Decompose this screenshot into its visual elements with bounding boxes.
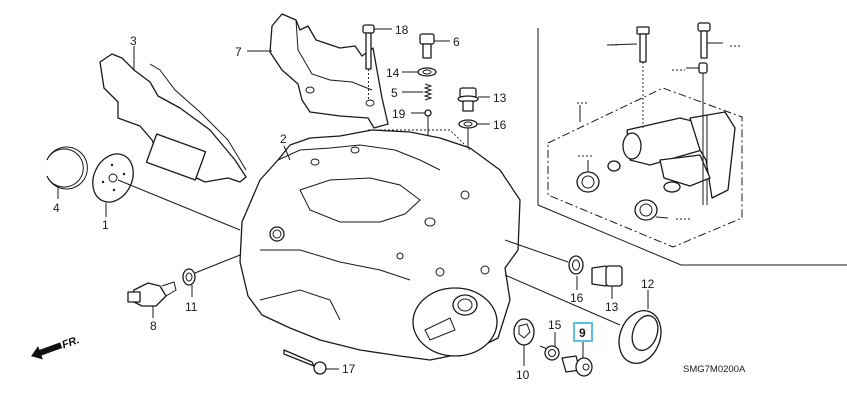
part-2-transmission-case: 2 [239, 129, 521, 361]
callout-3[interactable]: 3 [130, 34, 137, 48]
boot-right [634, 199, 669, 221]
diagram-code: SMG7M0200A [683, 364, 746, 375]
callout-13-top[interactable]: 13 [493, 91, 507, 105]
callout-6[interactable]: 6 [453, 35, 460, 49]
front-direction-indicator: FR. [31, 334, 81, 360]
inset-frame [537, 28, 847, 266]
callout-7[interactable]: 7 [235, 45, 242, 59]
part-11-washer: 11 [182, 254, 241, 314]
front-arrow-icon [31, 342, 63, 360]
callout-13-bottom[interactable]: 13 [605, 300, 619, 314]
part-7-bracket: 7 [235, 13, 389, 129]
callout-11[interactable]: 11 [185, 300, 198, 314]
part-12-oil-seal: 12 [504, 274, 662, 364]
part-14-washer: 14 [386, 66, 437, 80]
callout-9[interactable]: 9 [579, 326, 586, 340]
part-9-drain-bolt [561, 340, 593, 377]
callout-12[interactable]: 12 [641, 277, 655, 291]
callout-9-highlighted[interactable]: 9 [573, 322, 593, 342]
part-5-spring: 5 [391, 83, 433, 101]
part-8-switch: 8 [127, 281, 177, 333]
part-4-snap-ring: 4 [46, 146, 88, 215]
callout-2[interactable]: 2 [280, 132, 287, 146]
inset-bolt-right [686, 22, 723, 205]
part-17-bolt: 17 [283, 349, 356, 376]
callout-8[interactable]: 8 [150, 319, 157, 333]
callout-10[interactable]: 10 [516, 368, 530, 382]
part-16-washer-top: 16 [458, 118, 507, 150]
inset-actuator-assembly [547, 22, 743, 248]
callout-15[interactable]: 15 [548, 318, 562, 332]
part-3-cover: 3 [99, 34, 247, 183]
callout-16-bottom[interactable]: 16 [570, 291, 584, 305]
front-label: FR. [60, 334, 81, 351]
callout-18[interactable]: 18 [395, 23, 409, 37]
part-16-washer-bottom: 16 [504, 239, 584, 305]
callout-1[interactable]: 1 [102, 218, 109, 232]
highlight-box [573, 322, 593, 342]
part-1-plate: 1 [92, 153, 241, 232]
callout-16-top[interactable]: 16 [493, 118, 507, 132]
part-13-plug-bottom: 13 [591, 265, 623, 314]
part-6-bolt: 6 [419, 33, 460, 59]
callout-19[interactable]: 19 [392, 107, 406, 121]
callout-17[interactable]: 17 [342, 362, 356, 376]
inset-bolt-left [606, 26, 650, 130]
callout-4[interactable]: 4 [53, 201, 60, 215]
part-13-plug-top: 13 [457, 87, 507, 112]
callout-14[interactable]: 14 [386, 66, 400, 80]
part-10-plug: 10 [513, 318, 535, 382]
boot-left [576, 160, 600, 193]
part-15-washer: 15 [539, 318, 562, 361]
callout-5[interactable]: 5 [391, 86, 398, 100]
part-18-bolt: 18 [362, 23, 409, 100]
